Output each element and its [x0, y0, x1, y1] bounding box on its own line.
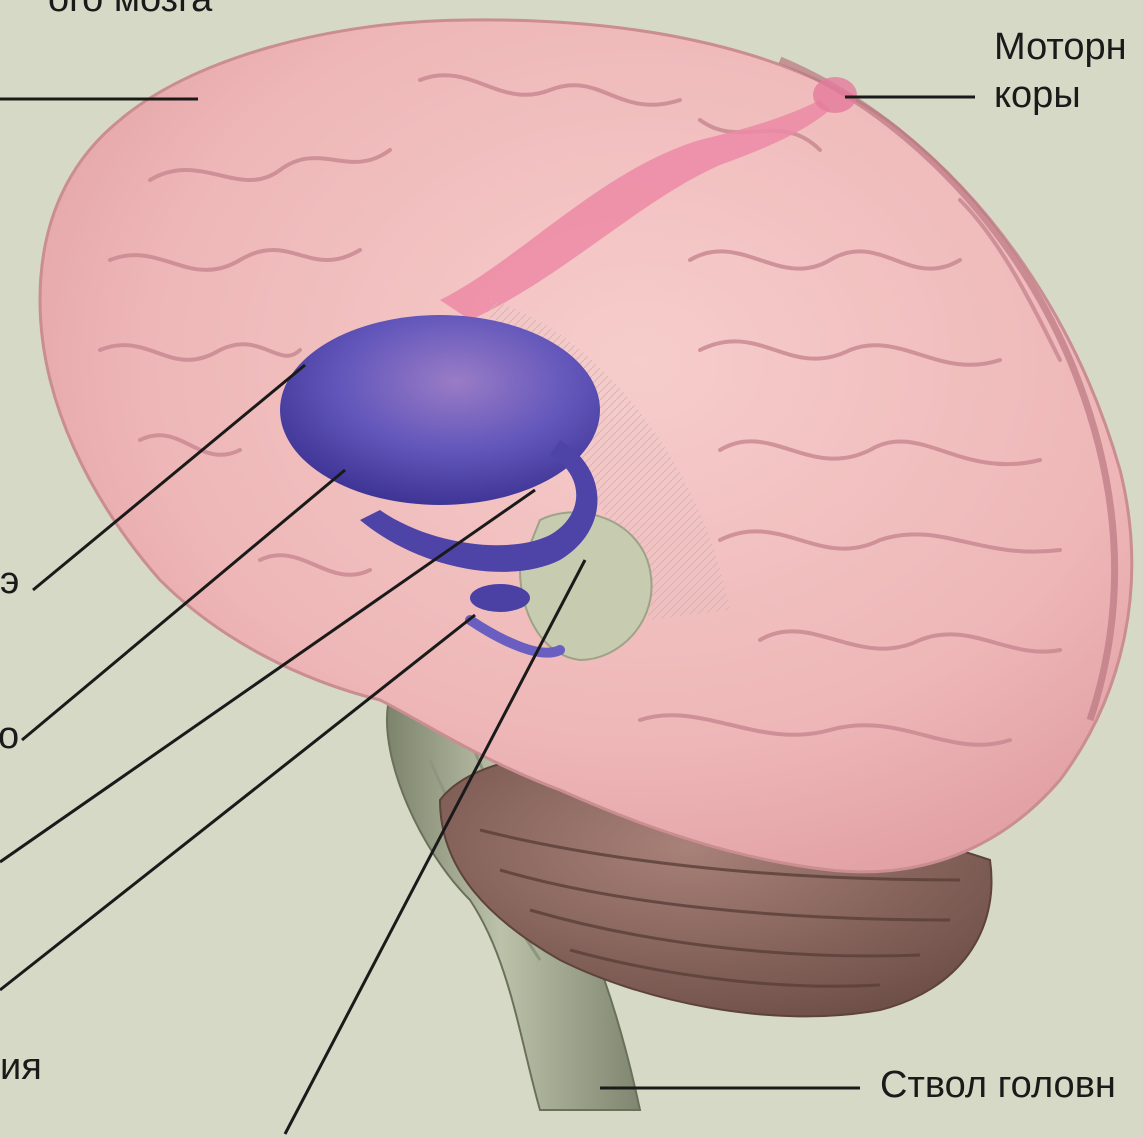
- label-brainstem: Ствол головн: [880, 1064, 1116, 1108]
- label-left-fragment-1: э: [0, 560, 19, 604]
- label-motor-cortex-line1: Моторн: [994, 26, 1127, 70]
- amygdala-shape: [470, 584, 530, 612]
- label-left-fragment-2: о: [0, 715, 19, 759]
- motor-cortex-spot: [813, 77, 857, 113]
- label-top-left-fragment: ого мозга: [48, 0, 212, 22]
- basal-ganglia-shape: [280, 315, 600, 505]
- label-motor-cortex-line2: коры: [994, 74, 1081, 118]
- label-left-fragment-3: ия: [0, 1046, 42, 1090]
